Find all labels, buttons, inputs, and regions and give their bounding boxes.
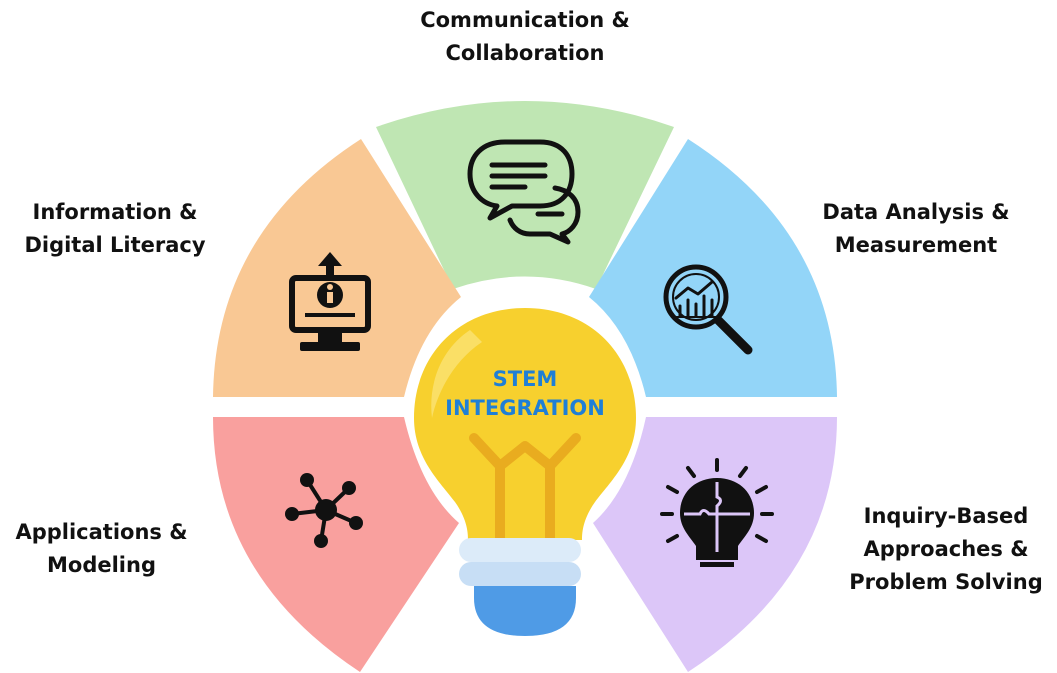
bulb-cap: [474, 586, 576, 636]
label-information: Information & Digital Literacy: [10, 196, 220, 262]
label-data-line-2: Measurement: [834, 233, 998, 257]
bulb-highlight: [431, 330, 482, 418]
monitor-info-icon: [289, 252, 371, 351]
label-data: Data Analysis & Measurement: [806, 196, 1026, 262]
label-applications-line-2: Modeling: [47, 553, 156, 577]
label-communication-line-2: Collaboration: [445, 41, 605, 65]
label-inquiry-line-3: Problem Solving: [849, 570, 1043, 594]
lightbulb-icon: [414, 308, 636, 636]
label-communication: Communication & Collaboration: [400, 4, 650, 70]
label-applications: Applications & Modeling: [4, 516, 199, 582]
label-information-line-1: Information &: [32, 200, 198, 224]
segment-data: [589, 139, 837, 397]
center-label-line-2: INTEGRATION: [445, 396, 605, 420]
segment-information: [213, 139, 461, 397]
bulb-base-ring-1: [459, 538, 581, 562]
center-label-line-1: STEM: [492, 367, 558, 391]
center-label: STEM INTEGRATION: [420, 365, 630, 423]
label-inquiry-line-2: Approaches &: [863, 537, 1029, 561]
label-applications-line-1: Applications &: [15, 520, 188, 544]
label-inquiry: Inquiry-Based Approaches & Problem Solvi…: [840, 500, 1052, 599]
segment-applications: [213, 417, 459, 672]
magnifier-chart-icon: [663, 264, 753, 355]
network-nodes-icon: [285, 473, 363, 548]
label-inquiry-line-1: Inquiry-Based: [863, 504, 1029, 528]
bulb-filament: [469, 433, 581, 543]
label-information-line-2: Digital Literacy: [24, 233, 206, 257]
segment-communication: [376, 101, 674, 289]
chat-bubbles-icon: [467, 139, 581, 245]
puzzle-bulb-icon: [660, 458, 774, 567]
bulb-base-ring-2: [459, 562, 581, 586]
label-communication-line-1: Communication &: [420, 8, 630, 32]
label-data-line-1: Data Analysis &: [822, 200, 1010, 224]
bulb-glass: [414, 308, 636, 540]
